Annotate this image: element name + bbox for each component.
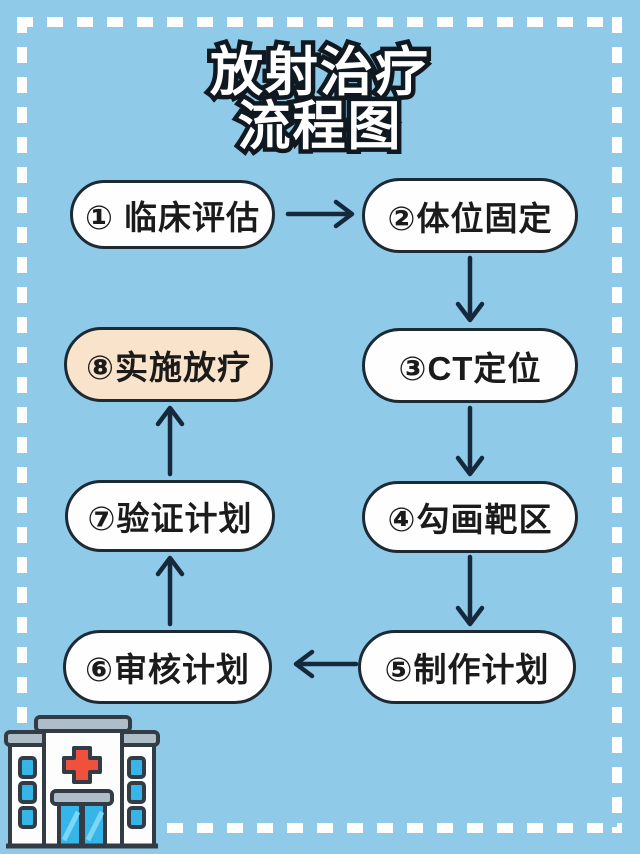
arrow-1-to-2-icon: [285, 199, 355, 229]
flow-node-2-position-fixation: ②体位固定: [362, 178, 578, 253]
flow-node-1-clinical-assessment: ① 临床评估: [70, 180, 275, 249]
title-line-2: 流程图: [233, 95, 405, 158]
dashed-border-right: [612, 17, 622, 833]
flow-node-label: ⑥审核计划: [85, 651, 250, 688]
flow-node-6-plan-review: ⑥审核计划: [63, 630, 272, 704]
flow-node-label: ⑤制作计划: [384, 651, 550, 688]
flow-node-label: ④勾画靶区: [387, 501, 553, 538]
flow-node-label: ① 临床评估: [84, 198, 261, 236]
flow-node-label: ③CT定位: [398, 349, 542, 387]
arrow-3-to-4-icon: [455, 405, 485, 477]
flow-node-label: ②体位固定: [387, 199, 553, 237]
arrow-5-to-6-icon: [293, 649, 359, 679]
arrow-6-to-7-icon: [155, 555, 185, 627]
flow-node-5-plan-creation: ⑤制作计划: [358, 630, 576, 704]
hospital-building-icon: [4, 715, 160, 849]
page-title: 放射治疗 流程图: [0, 41, 640, 158]
flow-node-label: ⑦验证计划: [87, 500, 253, 537]
title-line-1: 放射治疗: [206, 41, 433, 104]
flow-node-label: ⑧实施放疗: [86, 348, 251, 386]
flow-node-3-ct-localization: ③CT定位: [362, 328, 578, 403]
arrow-4-to-5-icon: [455, 554, 485, 627]
flow-node-8-deliver-radiotherapy: ⑧实施放疗: [64, 327, 273, 402]
arrow-7-to-8-icon: [155, 405, 185, 477]
dashed-border-top: [17, 17, 622, 27]
flow-node-4-target-delineation: ④勾画靶区: [362, 481, 578, 553]
dashed-border-bottom: [17, 823, 622, 833]
flow-node-7-plan-verification: ⑦验证计划: [65, 480, 275, 552]
arrow-2-to-3-icon: [455, 255, 485, 323]
dashed-border-left: [17, 17, 27, 833]
